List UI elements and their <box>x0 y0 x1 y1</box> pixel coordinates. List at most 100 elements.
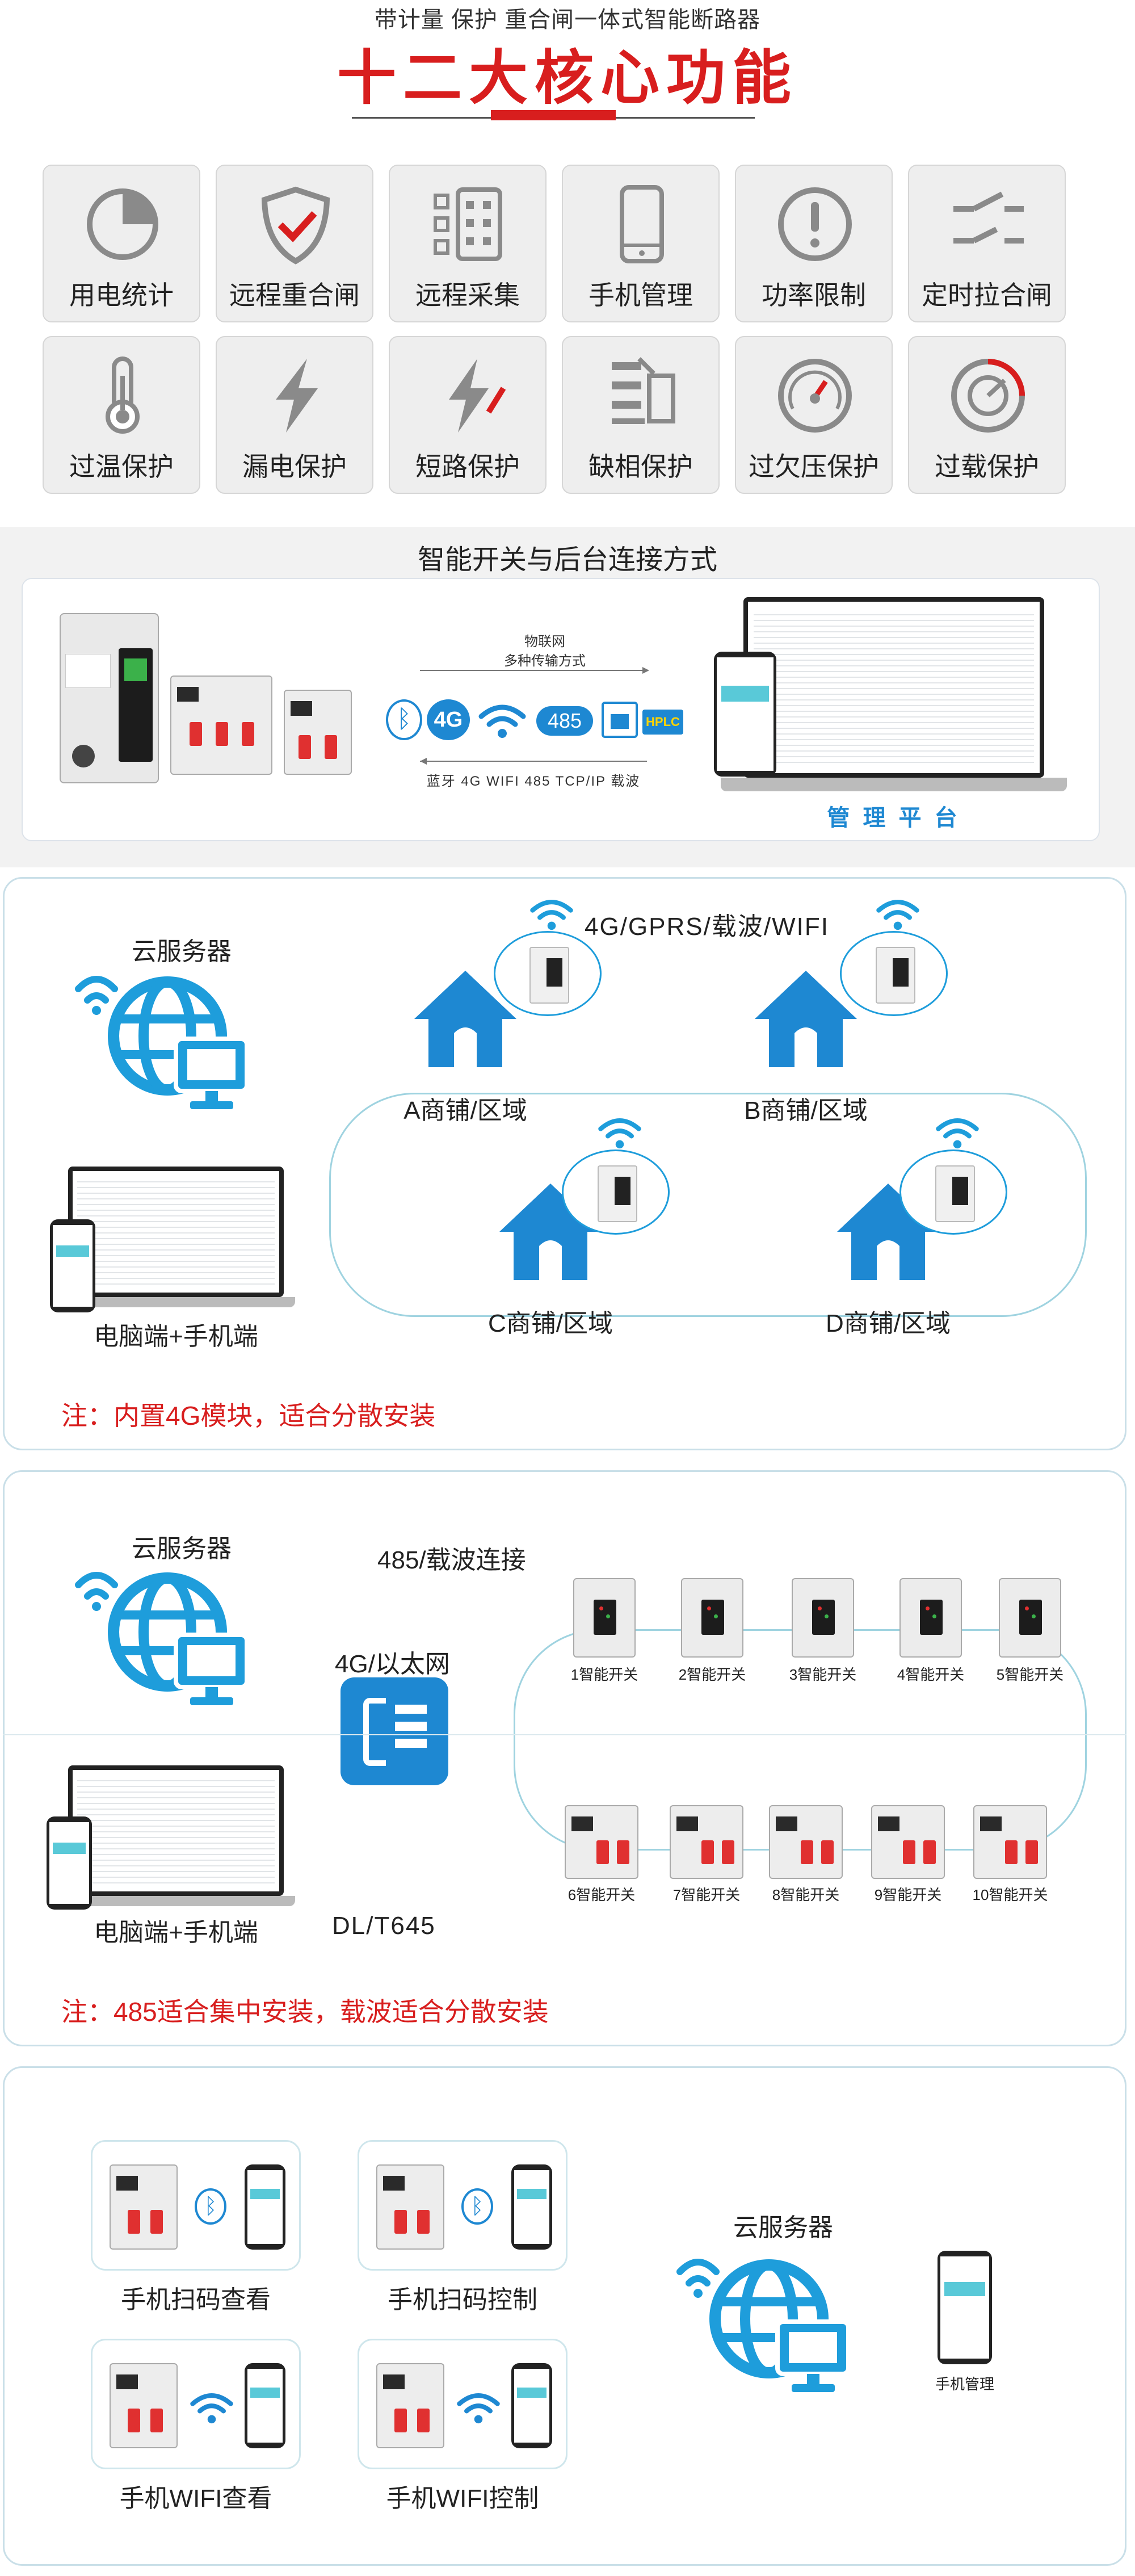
section-4g-note: 注：内置4G模块，适合分散安装 <box>61 1401 436 1430</box>
wifi-icon <box>528 897 575 934</box>
phone-mode-card: ᛒ <box>91 2140 301 2271</box>
divider-line <box>3 1734 1126 1735</box>
breaker-device-small <box>284 690 352 775</box>
terminal-laptop-screen <box>68 1167 284 1297</box>
feature-label: 远程重合闸 <box>229 280 360 310</box>
wifi-icon <box>457 2393 500 2424</box>
device-bubble <box>562 1149 670 1235</box>
cloud-server-icon <box>75 976 249 1109</box>
cloud-server-icon-2 <box>75 1572 249 1705</box>
pie-chart-icon <box>87 188 158 260</box>
protocol-4g-badge: 4G <box>427 699 470 740</box>
feature-card: 缺相保护 <box>562 336 720 494</box>
connection-title: 智能开关与后台连接方式 <box>417 545 717 575</box>
wifi-icon <box>934 1115 981 1152</box>
smart-switch-label: 4智能开关 <box>897 1666 965 1683</box>
feature-card: 手机管理 <box>562 165 720 322</box>
data-collection-icon <box>434 187 502 261</box>
feature-label: 定时拉合闸 <box>922 280 1052 310</box>
cloud-server-icon-3 <box>676 2259 851 2392</box>
cloud-server-label-2: 云服务器 <box>132 1535 232 1563</box>
smart-switch-label: 8智能开关 <box>772 1886 840 1903</box>
breaker-device <box>376 2363 444 2448</box>
phone-mode-card: ᛒ <box>358 2140 568 2271</box>
terminal-laptop-screen-2 <box>68 1765 284 1896</box>
smart-switch-label: 2智能开关 <box>678 1666 746 1683</box>
platform-laptop-screen <box>743 597 1044 778</box>
protocol-485-badge: 485 <box>536 706 593 736</box>
arrow-left-head <box>420 758 427 765</box>
ethernet-icon <box>602 702 638 738</box>
terminal-label-2: 电脑端+手机端 <box>94 1919 258 1946</box>
areas-pill <box>329 1093 1087 1317</box>
shield-check-icon <box>261 186 330 265</box>
section-485-note: 注：485适合集中安装，载波适合分散安装 <box>61 1997 549 2027</box>
gateway-icon <box>340 1677 448 1785</box>
terminal-laptop-base-2 <box>57 1896 295 1906</box>
device-bubble <box>494 931 602 1016</box>
arrow-left <box>420 761 647 762</box>
feature-card: 过温保护 <box>43 336 200 494</box>
breaker-device <box>110 2363 178 2448</box>
cloud-server-label: 云服务器 <box>132 938 232 966</box>
smart-breaker-device <box>565 1805 638 1879</box>
exclamation-icon <box>778 187 852 261</box>
smart-switch-label: 10智能开关 <box>972 1886 1048 1903</box>
phase-icon <box>612 357 675 424</box>
feature-card: 用电统计 <box>43 165 200 322</box>
breaker-device-large <box>170 676 272 775</box>
feature-card: 漏电保护 <box>216 336 373 494</box>
network-label: 4G/GPRS/载波/WIFI <box>585 913 829 941</box>
smart-switch-label: 5智能开关 <box>996 1666 1064 1683</box>
terminal-laptop-base <box>57 1297 295 1307</box>
phone-mode-label: 手机WIFI查看 <box>119 2485 272 2512</box>
smart-switch-device <box>899 1578 962 1658</box>
feature-label: 缺相保护 <box>588 452 693 481</box>
wifi-icon <box>874 897 922 934</box>
device-bubble <box>840 931 948 1016</box>
lightning-icon <box>276 359 318 433</box>
smart-switch-label: 3智能开关 <box>789 1666 857 1683</box>
feature-card: 过载保护 <box>908 336 1066 494</box>
page-subtitle: 带计量 保护 重合闸一体式智能断路器 <box>374 7 761 32</box>
phone-mode-card <box>358 2339 568 2469</box>
platform-phone <box>714 652 776 777</box>
house-icon <box>749 965 863 1073</box>
breaker-device <box>110 2164 178 2250</box>
smart-switch-label: 7智能开关 <box>672 1886 741 1903</box>
platform-laptop-base <box>721 778 1067 791</box>
net-label: 4G/以太网 <box>335 1650 450 1678</box>
protocol-hplc-badge: HPLC <box>642 710 683 735</box>
bluetooth-icon: ᛒ <box>386 699 422 740</box>
management-phone-label: 手机管理 <box>935 2376 994 2393</box>
smart-breaker-device <box>670 1805 743 1879</box>
feature-label: 用电统计 <box>69 280 174 310</box>
phone-mode-label: 手机扫码控制 <box>388 2286 537 2314</box>
smart-switch-device <box>792 1578 854 1658</box>
switch-icon <box>953 191 1024 244</box>
terminal-phone <box>50 1219 95 1312</box>
smart-breaker-device <box>871 1805 945 1879</box>
page-title: 十二大核心功能 <box>337 45 798 111</box>
phone-device <box>245 2363 285 2448</box>
wifi-icon <box>190 2393 233 2424</box>
meter-box-device <box>60 613 159 783</box>
arrow-right-head <box>642 667 649 674</box>
phone-device <box>245 2164 285 2250</box>
feature-label: 过温保护 <box>69 452 174 481</box>
area-label: A商铺/区域 <box>403 1097 527 1125</box>
smart-switch-label: 6智能开关 <box>568 1886 636 1903</box>
protocol-label: DL/T645 <box>332 1912 436 1940</box>
feature-label: 远程采集 <box>415 280 520 310</box>
breaker-device <box>376 2164 444 2250</box>
phone-mode-label: 手机扫码查看 <box>121 2286 271 2314</box>
feature-card: 短路保护 <box>389 336 547 494</box>
cloud-server-label-3: 云服务器 <box>733 2214 833 2242</box>
arrow-right <box>420 670 647 671</box>
feature-label: 短路保护 <box>415 452 520 481</box>
bluetooth-icon: ᛒ <box>195 2188 226 2225</box>
feature-card: 过欠压保护 <box>735 336 893 494</box>
phone-device <box>511 2164 552 2250</box>
title-accent-bar <box>491 110 616 120</box>
area-label: B商铺/区域 <box>744 1097 868 1125</box>
